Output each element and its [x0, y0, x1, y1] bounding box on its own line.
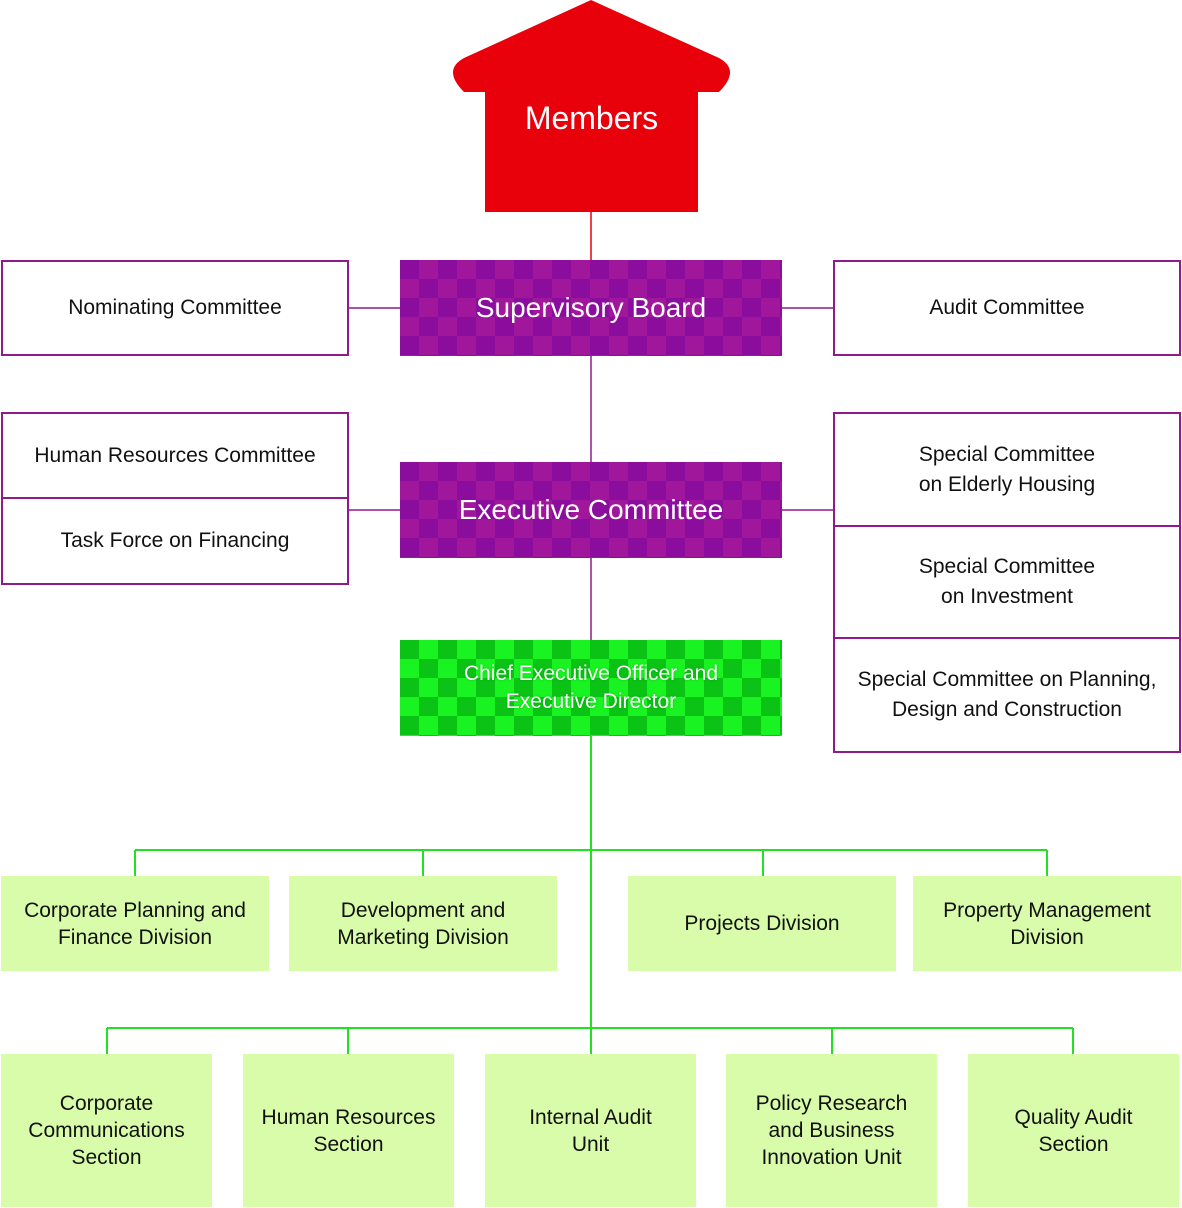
- section-box: Internal Audit Unit: [485, 1054, 696, 1207]
- section-box: Human Resources Section: [243, 1054, 454, 1207]
- members-label: Members: [524, 100, 659, 136]
- division-label: Development and Marketing Division: [337, 898, 509, 949]
- section-box: Quality Audit Section: [968, 1054, 1179, 1207]
- division-label: Property Management Division: [943, 898, 1151, 949]
- planning-committee-label: Special Committee on Planning, Design an…: [857, 668, 1157, 721]
- investment-committee-label: Special Committee on Investment: [918, 555, 1096, 608]
- nominating-committee-label: Nominating Committee: [68, 296, 282, 319]
- hr-committee-label: Human Resources Committee: [34, 443, 316, 467]
- planning-committee-box: Special Committee on Planning, Design an…: [833, 639, 1181, 753]
- section-box: Corporate Communications Section: [1, 1054, 212, 1207]
- audit-committee-box: Audit Committee: [833, 260, 1181, 356]
- nominating-committee-box: Nominating Committee: [1, 260, 349, 356]
- supervisory-board-label: Supervisory Board: [475, 292, 707, 323]
- section-label: Human Resources Section: [261, 1105, 436, 1156]
- task-force-label: Task Force on Financing: [60, 529, 290, 552]
- ceo-box: Chief Executive Officer and Executive Di…: [400, 640, 782, 736]
- division-box: Development and Marketing Division: [289, 876, 557, 971]
- hr-committee-box: Human Resources Committee: [1, 412, 349, 499]
- elderly-housing-committee-label: Special Committee on Elderly Housing: [918, 442, 1096, 496]
- elderly-housing-committee-box: Special Committee on Elderly Housing: [833, 412, 1181, 527]
- section-box: Policy Research and Business Innovation …: [726, 1054, 937, 1207]
- executive-committee-box: Executive Committee: [400, 462, 782, 558]
- division-box: Property Management Division: [913, 876, 1181, 971]
- members-house-shape: [453, 0, 730, 212]
- supervisory-board-box: Supervisory Board: [400, 260, 782, 356]
- audit-committee-label: Audit Committee: [929, 296, 1085, 319]
- section-label: Policy Research and Business Innovation …: [755, 1092, 908, 1169]
- division-box: Projects Division: [628, 876, 896, 971]
- investment-committee-box: Special Committee on Investment: [833, 527, 1181, 639]
- section-label: Internal Audit Unit: [529, 1105, 652, 1156]
- executive-committee-label: Executive Committee: [458, 494, 724, 525]
- division-label: Projects Division: [684, 912, 840, 935]
- section-label: Corporate Communications Section: [28, 1092, 185, 1169]
- task-force-box: Task Force on Financing: [1, 499, 349, 585]
- ceo-label: Chief Executive Officer and Executive Di…: [463, 662, 719, 713]
- division-label: Corporate Planning and Finance Division: [24, 898, 246, 949]
- section-label: Quality Audit Section: [1014, 1105, 1133, 1156]
- division-box: Corporate Planning and Finance Division: [1, 876, 269, 971]
